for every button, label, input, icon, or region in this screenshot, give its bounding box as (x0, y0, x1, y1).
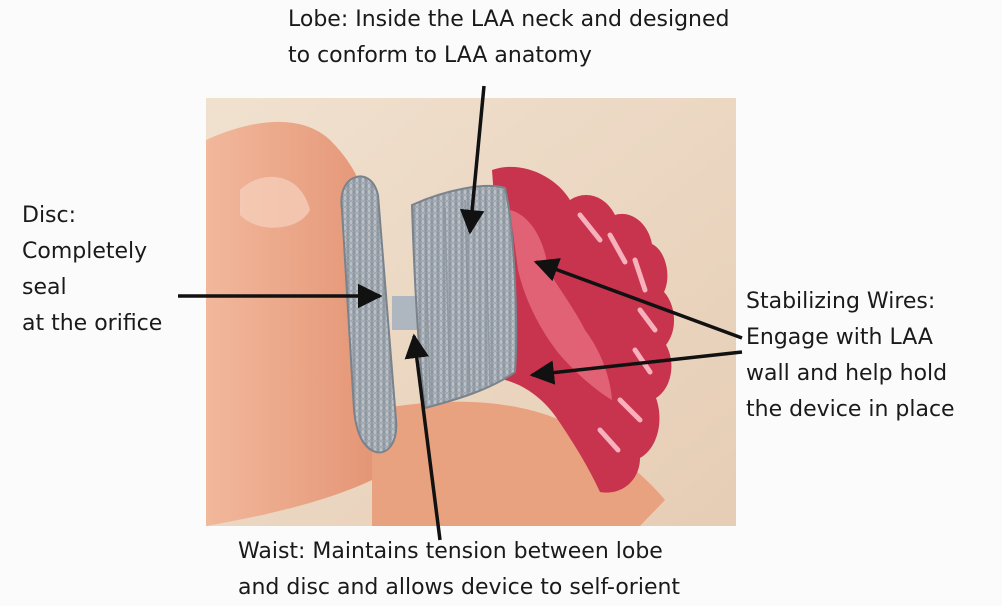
disc-label-line4: at the orifice (22, 306, 162, 342)
stabilizing-wires-label-line4: the device in place (746, 392, 955, 428)
device-waist (392, 296, 418, 330)
stabilizing-wires-label-line1: Stabilizing Wires: (746, 284, 955, 320)
waist-label: Waist: Maintains tension between lobe an… (238, 534, 680, 606)
lobe-label-line1: Lobe: Inside the LAA neck and designed (288, 2, 729, 38)
waist-label-line1: Waist: Maintains tension between lobe (238, 534, 680, 570)
stabilizing-wires-label: Stabilizing Wires: Engage with LAA wall … (746, 284, 955, 428)
waist-label-line2: and disc and allows device to self-orien… (238, 570, 680, 606)
stabilizing-wires-label-line2: Engage with LAA (746, 320, 955, 356)
lobe-label: Lobe: Inside the LAA neck and designed t… (288, 2, 729, 74)
lobe-label-line2: to conform to LAA anatomy (288, 38, 729, 74)
disc-label-line1: Disc: (22, 198, 162, 234)
stabilizing-wires-label-line3: wall and help hold (746, 356, 955, 392)
disc-label-line2: Completely (22, 234, 162, 270)
disc-label: Disc: Completely seal at the orifice (22, 198, 162, 342)
disc-label-line3: seal (22, 270, 162, 306)
